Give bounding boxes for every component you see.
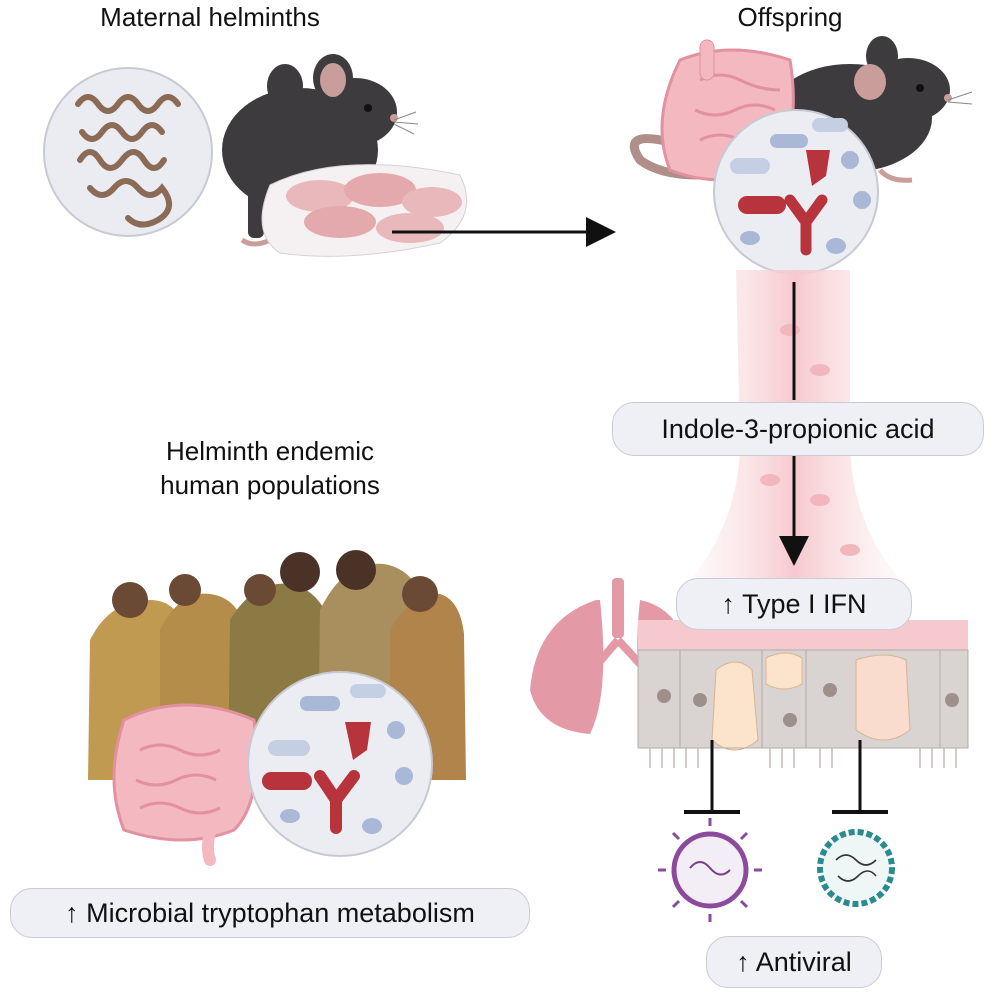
type-i-ifn-label: ↑ Type I IFN bbox=[676, 578, 912, 630]
antiviral-label: ↑ Antiviral bbox=[706, 936, 882, 988]
human-gut bbox=[112, 703, 258, 866]
maternal-helminths-title: Maternal helminths bbox=[100, 2, 320, 32]
human-microbiota-circle bbox=[247, 671, 433, 857]
human-populations-title-line-1: Helminth endemic bbox=[165, 436, 375, 466]
maternal-mouse bbox=[222, 54, 419, 247]
mouse-pups bbox=[261, 164, 468, 257]
human-populations-title: Helminth endemic human populations bbox=[110, 434, 430, 502]
virus-purple bbox=[658, 818, 762, 922]
offspring-title: Offspring bbox=[737, 2, 843, 32]
helminth-worm-circle bbox=[43, 67, 213, 237]
human-populations-title-line-2: human populations bbox=[160, 470, 380, 500]
tryptophan-metabolism-label: ↑ Microbial tryptophan metabolism bbox=[10, 888, 530, 938]
ipa-label: Indole-3-propionic acid bbox=[612, 402, 984, 456]
epithelium bbox=[637, 620, 969, 768]
offspring-microbiota-circle bbox=[713, 109, 879, 275]
virus-teal bbox=[817, 829, 895, 907]
inhibition-markers bbox=[684, 740, 888, 814]
